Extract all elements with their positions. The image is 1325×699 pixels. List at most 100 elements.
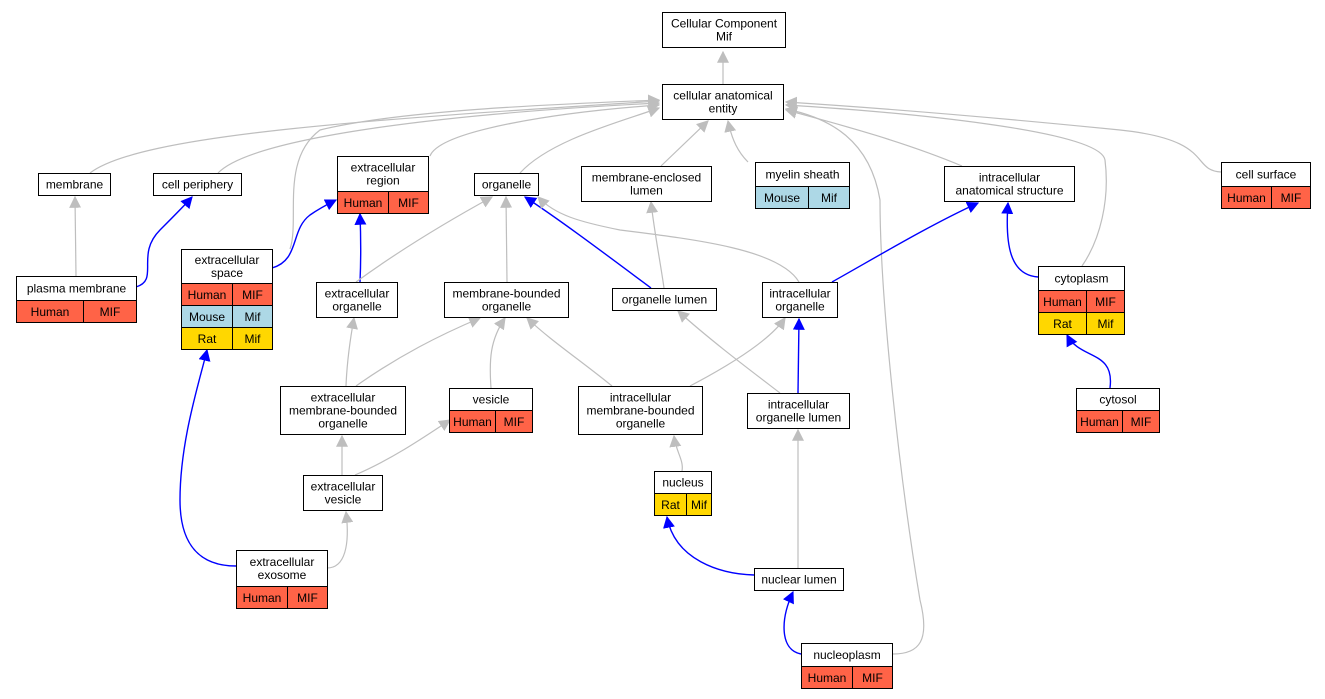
human-tag-label: Human: [344, 196, 383, 210]
human-tag-cell: [1122, 410, 1160, 433]
node-box: [303, 475, 383, 511]
node-label: Cellular Component: [671, 17, 778, 31]
node-box: [754, 568, 844, 591]
node-label: nucleoplasm: [813, 648, 880, 662]
mouse-tag-label: Mif: [821, 191, 838, 205]
node-label: extracellular: [325, 287, 390, 301]
human-tag-label: MIF: [100, 305, 121, 319]
node-label: organelle: [616, 417, 666, 431]
node-label: plasma membrane: [27, 282, 127, 296]
mouse-tag-cell: [808, 186, 850, 209]
node-label: nucleus: [662, 476, 703, 490]
node-label: organelle: [482, 178, 532, 192]
human-tag-label: Human: [243, 591, 282, 605]
is-a-edge-membrane_enclosed_lumen-to-cae: [660, 120, 709, 167]
node-cell-periphery[interactable]: cell periphery: [153, 173, 242, 196]
human-tag-label: MIF: [1095, 295, 1116, 309]
is-a-edge-membrane_bounded_organelle-to-organelle: [500, 195, 513, 283]
human-tag-cell: [287, 586, 328, 609]
mouse-tag-label: Mif: [245, 310, 262, 324]
human-tag-label: Human: [31, 305, 70, 319]
human-tag-label: MIF: [1281, 191, 1302, 205]
part-of-edge-organelle_lumen-to-organelle: [523, 196, 652, 289]
human-tag-label: Human: [453, 415, 492, 429]
node-label: extracellular: [351, 161, 416, 175]
human-tag-label: MIF: [504, 415, 525, 429]
mouse-tag-label: Mouse: [189, 310, 225, 324]
rat-tag-label: Rat: [198, 332, 217, 346]
is-a-edge-plasma_membrane-to-membrane: [69, 195, 82, 277]
node-label: nuclear lumen: [761, 573, 836, 587]
node-box: [474, 173, 539, 196]
node-box: [578, 386, 703, 435]
is-a-edge-cytoplasm-to-cae: [784, 99, 1107, 267]
is-a-edge-intracellular_mbo-to-membrane_bounded_organelle: [526, 317, 613, 387]
human-tag-label: MIF: [398, 196, 419, 210]
node-box: [612, 288, 717, 311]
human-tag-cell: [495, 410, 533, 433]
rat-tag-cell: [1086, 312, 1125, 335]
human-tag-label: MIF: [1131, 415, 1152, 429]
node-label: Mif: [716, 30, 733, 44]
node-label: vesicle: [473, 393, 510, 407]
human-tag-label: Human: [1227, 191, 1266, 205]
node-nuclear-lumen[interactable]: nuclear lumen: [754, 568, 844, 591]
node-membrane[interactable]: membrane: [38, 173, 111, 196]
rat-tag-cell: [686, 493, 712, 516]
human-tag-cell: [83, 300, 137, 323]
part-of-edge-cytoplasm-to-intracellular_anatomical_structure: [1001, 201, 1039, 278]
node-label: organelle lumen: [622, 293, 707, 307]
node-box: [747, 393, 850, 429]
rat-tag-label: Rat: [1053, 317, 1072, 331]
node-organelle-lumen[interactable]: organelle lumen: [612, 288, 717, 311]
node-label: organelle: [775, 300, 825, 314]
human-tag-label: MIF: [862, 671, 883, 685]
node-label: space: [211, 266, 243, 280]
node-label: intracellular: [769, 287, 830, 301]
human-tag-label: Human: [188, 288, 227, 302]
node-box: [944, 166, 1075, 202]
is-a-edge-organelle-to-cae: [519, 105, 661, 174]
node-label: cellular anatomical: [673, 89, 772, 103]
is-a-edge-nucleoplasm-to-cae: [784, 105, 925, 655]
node-label: intracellular: [979, 171, 1040, 185]
rat-tag-label: Mif: [1098, 317, 1115, 331]
is-a-edge-extracellular_organelle-to-organelle: [355, 196, 494, 283]
human-tag-cell: [388, 191, 429, 214]
part-of-edge-extracellular_space-to-extracellular_region: [271, 199, 338, 269]
node-box: [1038, 266, 1125, 291]
human-tag-cell: [1271, 186, 1311, 209]
node-organelle[interactable]: organelle: [474, 173, 539, 196]
rat-tag-label: Rat: [661, 498, 680, 512]
is-a-edge-membrane-to-cae: [89, 95, 661, 174]
is-a-edge-extracellular_space-to-cae: [289, 94, 661, 250]
node-label: membrane-bounded: [452, 287, 560, 301]
node-label: anatomical structure: [955, 184, 1063, 198]
human-tag-label: Human: [1043, 295, 1082, 309]
node-label: region: [366, 174, 399, 188]
is-a-edge-intracellular_organelle-to-organelle: [537, 196, 800, 283]
